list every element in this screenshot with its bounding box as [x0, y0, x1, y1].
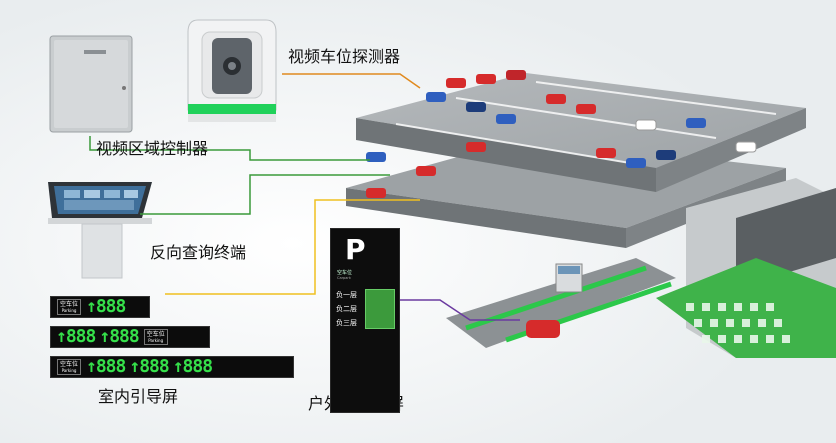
leader-indoor	[165, 199, 420, 295]
leader-outdoor	[400, 299, 520, 321]
indoor-screen-2: ↑888 ↑888 空车位 Parking	[50, 326, 210, 348]
parking-sign: 空车位 Parking	[143, 329, 168, 345]
parking-sign: 空车位 Parking	[57, 299, 81, 315]
led-number: ↑888	[99, 326, 139, 347]
indoor-screen-1: 空车位 Parking ↑888	[50, 296, 150, 318]
parking-structure	[346, 70, 836, 358]
label-indoor-screen: 室内引导屏	[98, 387, 179, 406]
led-number: ↑888	[172, 356, 213, 377]
indoor-screen-3: 空车位 Parking ↑888 ↑888 ↑888	[50, 356, 294, 378]
label-camera-detector: 视频车位探测器	[288, 47, 401, 66]
outdoor-subtitle: Carpark	[337, 276, 351, 280]
query-terminal-device	[48, 182, 152, 279]
leader-terminal	[140, 174, 390, 215]
outdoor-map-icon	[365, 289, 395, 329]
label-area-controller: 视频区域控制器	[96, 139, 209, 158]
parking-p-icon: P	[345, 233, 366, 266]
label-query-terminal: 反向查询终端	[150, 243, 247, 262]
floor-label-2: 负二层	[336, 305, 357, 313]
floor-label-1: 负一层	[336, 291, 357, 299]
area-controller-device	[49, 35, 133, 133]
leader-camera	[282, 73, 421, 89]
camera-detector-device	[187, 19, 277, 122]
led-number: ↑888	[129, 356, 169, 377]
led-number: ↑888	[56, 326, 96, 347]
led-number: ↑888	[86, 296, 126, 317]
floor-label-3: 负三层	[336, 319, 357, 327]
parking-sign: 空车位 Parking	[57, 359, 81, 375]
leader-controller	[89, 136, 370, 161]
outdoor-title: 空车位	[337, 270, 353, 276]
outdoor-guidance-screen: P 空车位 Carpark 负一层 负二层 负三层	[330, 228, 400, 413]
led-number: ↑888	[86, 356, 126, 377]
